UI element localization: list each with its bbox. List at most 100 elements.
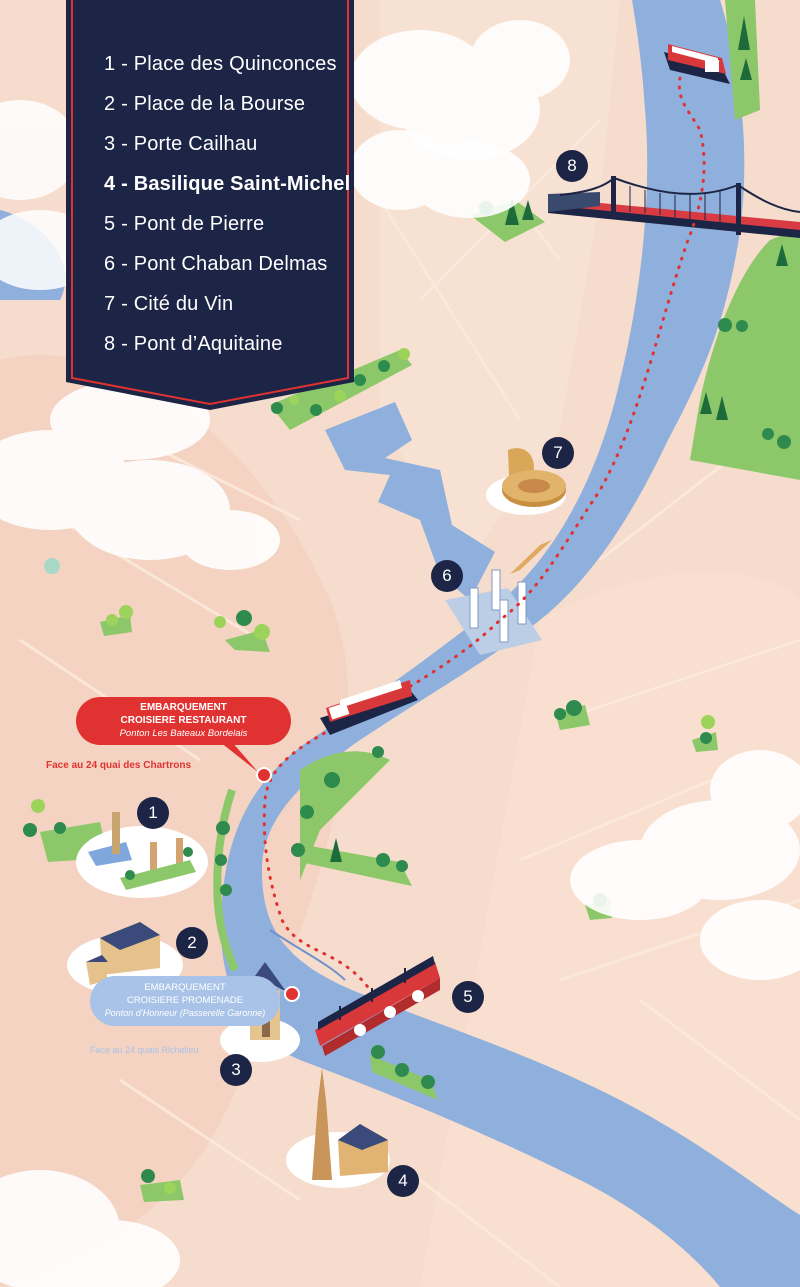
monument-column-icon <box>112 812 120 854</box>
cruise-boat-icon <box>320 680 418 735</box>
tree-icon <box>396 860 408 872</box>
tree-icon <box>718 318 732 332</box>
tree-icon <box>740 58 752 80</box>
cloud-icon <box>0 1170 180 1287</box>
tree-icon <box>289 395 299 405</box>
tree-icon <box>31 799 45 813</box>
tree-icon <box>395 1063 409 1077</box>
callout-promenade-pontoon: Ponton d’Honneur (Passerelle Garonne) <box>104 1008 266 1018</box>
tree-icon <box>44 558 60 574</box>
tree-icon <box>700 732 712 744</box>
marker-4[interactable]: 4 <box>387 1165 419 1197</box>
tree-icon <box>421 1075 435 1089</box>
stone-bridge-icon <box>315 956 440 1056</box>
cathedral-icon <box>286 1068 390 1188</box>
tree-icon <box>354 374 366 386</box>
tree-icon <box>736 320 748 332</box>
bridge-pylon <box>499 599 509 643</box>
tree-icon <box>106 614 118 626</box>
legend-item-4[interactable]: 4 - Basilique Saint-Michel <box>104 173 351 195</box>
marker-5[interactable]: 5 <box>452 981 484 1013</box>
bridge-pylon <box>469 587 479 629</box>
legend-item-1[interactable]: 1 - Place des Quinconces <box>104 53 337 75</box>
legend-item-6[interactable]: 6 - Pont Chaban Delmas <box>104 253 328 275</box>
wine-museum-icon <box>486 448 566 515</box>
park-right-bank-north <box>300 751 390 880</box>
legend-banner <box>66 0 354 410</box>
cloud-icon <box>570 750 800 920</box>
marker-6[interactable]: 6 <box>431 560 463 592</box>
tree-icon <box>738 16 750 50</box>
tree-icon <box>716 396 728 420</box>
garonne-river <box>220 0 800 1287</box>
cloud-icon <box>700 900 800 980</box>
park-quay-north <box>270 350 412 430</box>
tree-icon <box>777 435 791 449</box>
legend-item-7[interactable]: 7 - Cité du Vin <box>104 293 234 315</box>
tree-icon <box>220 884 232 896</box>
tree-icon <box>324 772 340 788</box>
tree-icon <box>215 854 227 866</box>
tree-icon <box>701 715 715 729</box>
tree-icon <box>271 402 283 414</box>
tree-icon <box>254 624 270 640</box>
tree-icon <box>119 605 133 619</box>
location-pin-icon[interactable] <box>284 986 300 1002</box>
river-ripple <box>269 929 346 981</box>
legend-banner-border <box>71 0 349 406</box>
tree-icon <box>566 700 582 716</box>
tree-icon <box>141 1169 155 1183</box>
marker-3[interactable]: 3 <box>220 1054 252 1086</box>
tree-icon <box>700 392 712 414</box>
land-shade-west <box>0 355 349 1287</box>
marker-8[interactable]: 8 <box>556 150 588 182</box>
cruise-boat-icon <box>664 44 730 84</box>
rostral-column-icon <box>176 838 183 872</box>
park-saint-michel-quay <box>370 1055 438 1100</box>
cloud-icon <box>350 130 530 218</box>
marker-1[interactable]: 1 <box>137 797 169 829</box>
legend-item-2[interactable]: 2 - Place de la Bourse <box>104 93 306 115</box>
legend-item-5[interactable]: 5 - Pont de Pierre <box>104 213 265 235</box>
promenade-address: Face au 24 quais Richelieu <box>90 1045 199 1055</box>
cloud-icon <box>350 20 570 160</box>
callout-restaurant-boarding[interactable]: EMBARQUEMENT CROISIERE RESTAURANT Ponton… <box>76 697 291 745</box>
legend-item-3[interactable]: 3 - Porte Cailhau <box>104 133 258 155</box>
trees <box>23 16 791 1194</box>
tree-icon <box>372 746 384 758</box>
port-basins <box>325 402 495 600</box>
tree-icon <box>330 838 342 862</box>
tree-icon <box>214 616 226 628</box>
callout-restaurant-title: EMBARQUEMENT <box>140 702 227 713</box>
tree-icon <box>522 200 534 220</box>
marker-7[interactable]: 7 <box>542 437 574 469</box>
tree-icon <box>236 610 252 626</box>
tree-icon <box>762 428 774 440</box>
suspension-bridge-icon <box>548 175 800 238</box>
left-bank-promenade <box>213 788 239 972</box>
tree-icon <box>378 360 390 372</box>
tree-icon <box>371 1045 385 1059</box>
tree-icon <box>334 390 346 402</box>
rostral-column-icon <box>150 842 157 882</box>
bridge-pylon <box>491 569 501 611</box>
tree-icon <box>310 404 322 416</box>
callout-promenade-title: EMBARQUEMENT <box>144 982 226 993</box>
park-northeast <box>725 0 760 120</box>
tree-icon <box>505 198 519 225</box>
legend-item-8[interactable]: 8 - Pont d’Aquitaine <box>104 333 283 355</box>
tree-icon <box>291 843 305 857</box>
callout-tail <box>220 742 258 772</box>
callout-promenade-boarding[interactable]: EMBARQUEMENT CROISIERE PROMENADE Ponton … <box>90 976 280 1026</box>
bridge-pylon <box>517 581 527 625</box>
tree-icon <box>23 823 37 837</box>
tree-icon <box>376 853 390 867</box>
park-right-bank-strip <box>300 845 412 886</box>
tree-icon <box>398 348 410 360</box>
location-pin-icon[interactable] <box>256 767 272 783</box>
clouds <box>0 20 800 1287</box>
marker-2[interactable]: 2 <box>176 927 208 959</box>
legend-list: 1 - Place des Quinconces 2 - Place de la… <box>104 44 350 364</box>
